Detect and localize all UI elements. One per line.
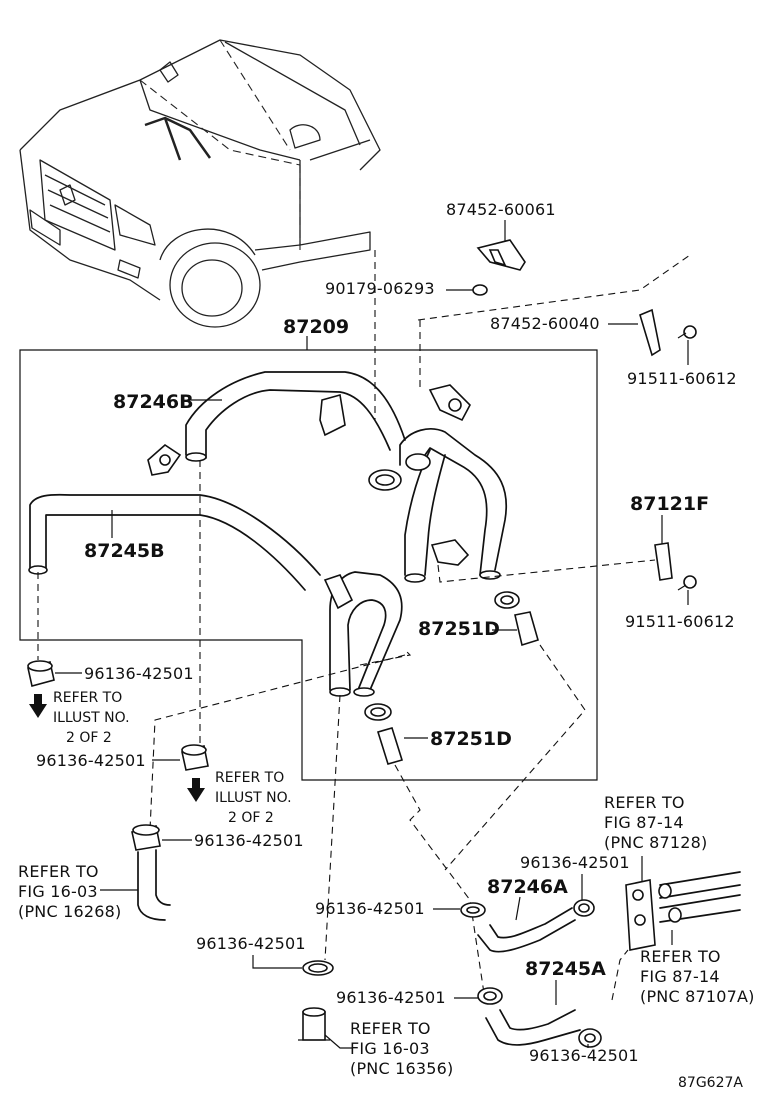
label-bracket-right: 87452-60040	[490, 314, 600, 333]
label-hose-front-a: 87246A	[487, 876, 568, 898]
refer-87128-line3: (PNC 87128)	[604, 833, 707, 852]
refer-16268-line2: FIG 16-03	[18, 882, 98, 901]
hose-joint-right-clip	[494, 591, 520, 609]
bracket-top-part	[476, 239, 526, 271]
label-bolt-top: 91511-60612	[627, 369, 737, 388]
refer-16356-line3: (PNC 16356)	[350, 1059, 453, 1078]
label-hose-lower: 87245B	[84, 540, 165, 562]
group-label: 87209	[283, 316, 349, 338]
refer-illust-b-line2: ILLUST NO.	[215, 790, 292, 806]
hose-joint-lower	[376, 727, 404, 765]
label-clip-5: 96136-42501	[315, 899, 425, 918]
label-hose-front-b: 87245A	[525, 958, 606, 980]
label-clamp-part: 87121F	[630, 493, 709, 515]
clamp-d	[368, 469, 402, 491]
clip-2-part	[181, 744, 209, 771]
arrow-down-icon	[29, 694, 47, 718]
refer-16356-line2: FIG 16-03	[350, 1039, 430, 1058]
refer-16268-line1: REFER TO	[18, 862, 99, 881]
bolt-top-part	[677, 325, 697, 339]
refer-87107a-line3: (PNC 87107A)	[640, 987, 755, 1006]
clip-8-part	[578, 1028, 602, 1048]
refer-illust-a-line3: 2 OF 2	[66, 730, 112, 746]
label-clip-3: 96136-42501	[194, 831, 304, 850]
refer-87107a-line2: FIG 87-14	[640, 967, 720, 986]
label-clip-8: 96136-42501	[529, 1046, 639, 1065]
clip-4-part	[302, 960, 334, 976]
hose-joint-lower-clip	[364, 703, 392, 721]
heater-core-fitting	[625, 871, 741, 951]
label-clip-7: 96136-42501	[336, 988, 446, 1007]
clip-6-part	[573, 899, 595, 917]
refer-16268-line3: (PNC 16268)	[18, 902, 121, 921]
refer-87128-line1: REFER TO	[604, 793, 685, 812]
clip-5-part	[460, 902, 486, 918]
label-clip-6: 96136-42501	[520, 853, 630, 872]
label-clip-4: 96136-42501	[196, 934, 306, 953]
label-clip-1: 96136-42501	[84, 664, 194, 683]
refer-illust-b-line3: 2 OF 2	[228, 810, 274, 826]
clamp-f	[323, 574, 354, 610]
hose-joint-right	[514, 611, 539, 647]
hose-lower	[29, 493, 321, 591]
label-hose-upper: 87246B	[113, 391, 194, 413]
nut-top-part	[472, 284, 488, 296]
label-hose-joint-2: 87251D	[430, 728, 512, 750]
bolt-mid-part	[683, 575, 697, 589]
label-hose-joint-1: 87251D	[418, 618, 500, 640]
diagram-code: 87G627A	[678, 1075, 743, 1091]
clamp-c	[428, 384, 471, 422]
refer-87128-line2: FIG 87-14	[604, 813, 684, 832]
label-bracket-top: 87452-60061	[446, 200, 556, 219]
label-clip-2: 96136-42501	[36, 751, 146, 770]
bracket-right-part	[639, 308, 661, 357]
refer-illust-a-line1: REFER TO	[53, 690, 122, 706]
arrow-down-icon-2	[187, 778, 205, 802]
clamp-b	[319, 393, 346, 437]
hose-front-a	[477, 907, 576, 953]
pipe-16268	[137, 849, 171, 921]
refer-87107a-line1: REFER TO	[640, 947, 721, 966]
label-nut-top: 90179-06293	[325, 279, 435, 298]
refer-16356-line1: REFER TO	[350, 1019, 431, 1038]
group-outline	[19, 349, 598, 781]
hose-upper	[185, 371, 406, 459]
hose-center	[329, 571, 403, 691]
vehicle-illustration	[19, 39, 381, 328]
clamp-e	[430, 539, 470, 566]
clip-3-part	[131, 824, 161, 851]
clamp-a	[147, 443, 182, 476]
clip-1-part	[27, 660, 55, 687]
hose-front-b	[485, 1009, 581, 1046]
refer-illust-a-line2: ILLUST NO.	[53, 710, 130, 726]
refer-illust-b-line1: REFER TO	[215, 770, 284, 786]
clamp-part	[654, 542, 673, 581]
pipe-16356	[298, 1007, 330, 1041]
label-bolt-mid: 91511-60612	[625, 612, 735, 631]
clip-7-part	[477, 987, 503, 1005]
